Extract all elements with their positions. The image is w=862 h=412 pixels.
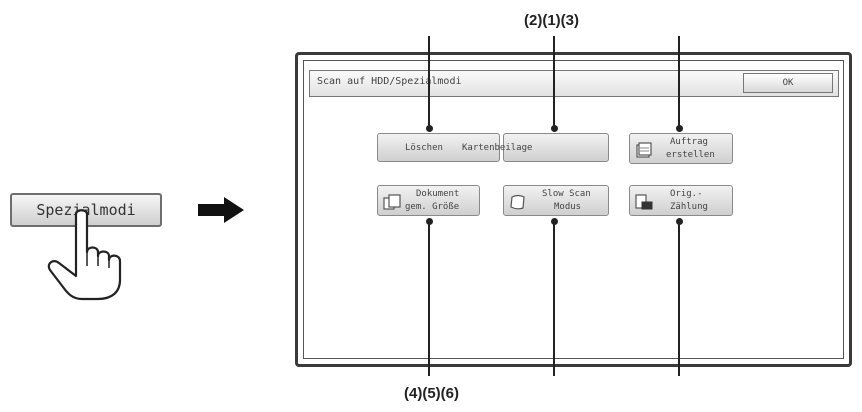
- callout-line-slow-scan: [553, 222, 555, 376]
- pointing-hand-icon: [47, 209, 122, 301]
- ok-button[interactable]: OK: [743, 73, 833, 93]
- orig-zaehlung-button[interactable]: Orig.- Zählung: [629, 185, 733, 216]
- spezialmodi-key-label: Spezialmodi: [36, 201, 136, 219]
- ok-button-label: OK: [782, 78, 794, 88]
- job-build-icon: [636, 142, 652, 158]
- callout-line-dokument: [428, 222, 430, 376]
- callout-line-orig: [678, 222, 680, 376]
- callout-line-loeschen: [428, 36, 430, 128]
- kartenbeilage-button[interactable]: [503, 133, 609, 162]
- dokument-line1: Dokument: [416, 189, 460, 199]
- loeschen-label: Löschen: [405, 143, 443, 153]
- kartenbeilage-label: Kartenbeilage: [462, 143, 533, 153]
- orig-line2: Zählung: [670, 202, 708, 212]
- screen-title: Scan auf HDD/Spezialmodi: [317, 76, 462, 87]
- dokument-line2: gem. Größe: [405, 202, 460, 212]
- callout-line-auftrag: [678, 36, 680, 128]
- auftrag-line2: erstellen: [666, 150, 715, 160]
- callout-dot-loeschen: [426, 125, 433, 132]
- orig-line1: Orig.-: [670, 189, 703, 199]
- callout-dot-kartenbeilage: [551, 125, 558, 132]
- loeschen-button[interactable]: Löschen: [377, 133, 500, 162]
- callout-dot-slow-scan: [551, 218, 558, 225]
- dokument-gem-groesse-button[interactable]: Dokument gem. Größe: [377, 185, 480, 216]
- slow-scan-icon: [510, 194, 525, 210]
- callout-dot-auftrag: [676, 125, 683, 132]
- callout-dot-dokument: [426, 218, 433, 225]
- slow-line2: Modus: [554, 202, 582, 212]
- slow-line1: Slow Scan: [542, 189, 591, 199]
- arrow-right-icon: [198, 197, 244, 223]
- callout-label-top: (2)(1)(3): [524, 12, 579, 29]
- callout-line-kartenbeilage: [553, 36, 555, 128]
- slow-scan-modus-button[interactable]: Slow Scan Modus: [503, 185, 609, 216]
- callout-label-bottom: (4)(5)(6): [404, 385, 459, 402]
- callout-dot-orig: [676, 218, 683, 225]
- auftrag-line1: Auftrag: [670, 137, 708, 147]
- document-size-icon: [383, 194, 401, 210]
- auftrag-erstellen-button[interactable]: Auftrag erstellen: [629, 133, 733, 164]
- original-count-icon: [635, 194, 653, 210]
